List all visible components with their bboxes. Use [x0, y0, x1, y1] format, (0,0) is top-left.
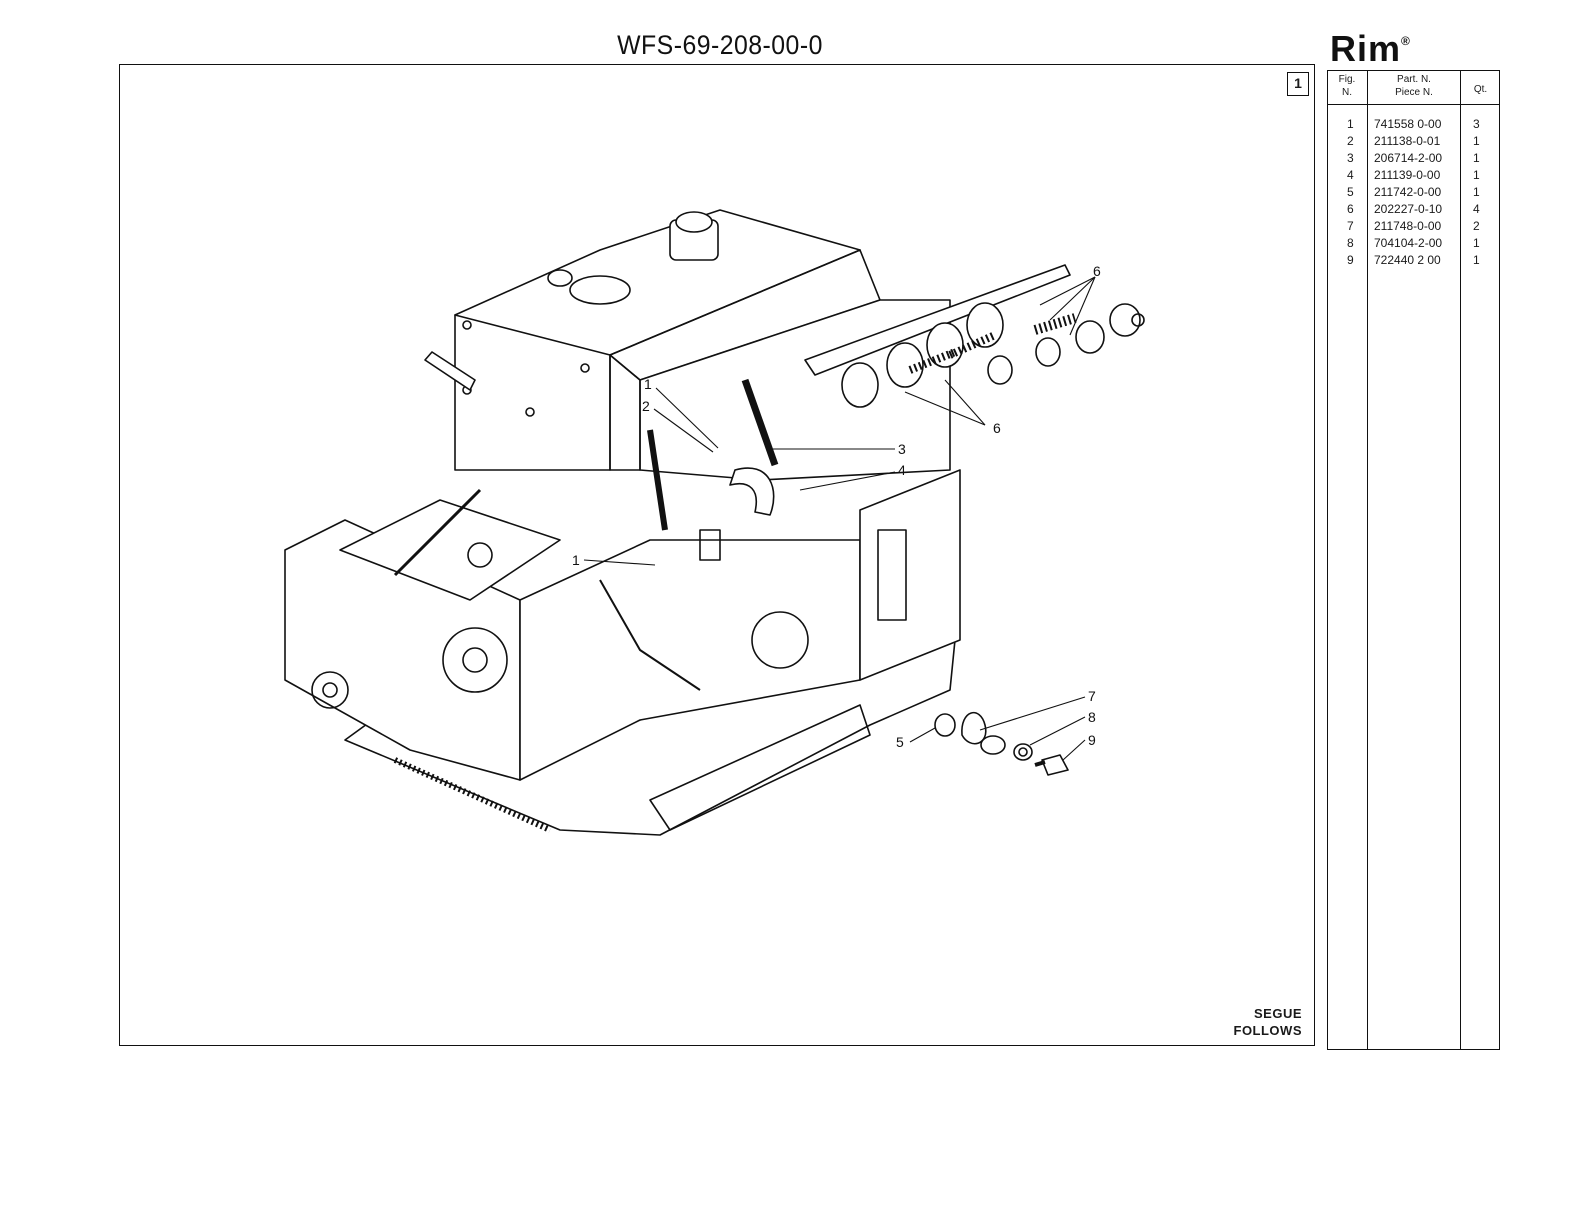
row-fig: 4 — [1347, 167, 1354, 184]
callout-1: 1 — [644, 376, 652, 392]
header-part-line2: Piece N. — [1368, 86, 1460, 99]
callout-3: 3 — [898, 441, 906, 457]
loose-parts — [935, 713, 1068, 775]
row-qty: 2 — [1473, 218, 1480, 235]
callout-8: 8 — [1088, 709, 1096, 725]
row-qty: 1 — [1473, 133, 1480, 150]
header-part: Part. N. Piece N. — [1368, 73, 1460, 99]
callout-4: 4 — [898, 462, 906, 478]
header-fig: Fig. N. — [1327, 73, 1367, 99]
row-part: 722440 2 00 — [1374, 252, 1441, 269]
callout-6-upper: 6 — [1093, 263, 1101, 279]
row-part: 211748-0-00 — [1374, 218, 1441, 235]
header-part-line1: Part. N. — [1368, 73, 1460, 86]
callout-5: 5 — [896, 734, 904, 750]
row-fig: 3 — [1347, 150, 1354, 167]
table-row: 8 704104-2-00 1 — [1327, 235, 1500, 252]
continuation-line-2: FOLLOWS — [1210, 1022, 1302, 1039]
row-part: 211742-0-00 — [1374, 184, 1441, 201]
row-qty: 1 — [1473, 235, 1480, 252]
table-row: 9 722440 2 00 1 — [1327, 252, 1500, 269]
row-qty: 1 — [1473, 150, 1480, 167]
row-part: 704104-2-00 — [1374, 235, 1442, 252]
row-fig: 5 — [1347, 184, 1354, 201]
row-fig: 1 — [1347, 116, 1354, 133]
callout-9: 9 — [1088, 732, 1096, 748]
row-fig: 2 — [1347, 133, 1354, 150]
row-part: 206714-2-00 — [1374, 150, 1442, 167]
row-qty: 4 — [1473, 201, 1480, 218]
header-fig-line2: N. — [1327, 86, 1367, 99]
callout-2: 2 — [642, 398, 650, 414]
header-fig-line1: Fig. — [1327, 73, 1367, 86]
table-row: 4 211139-0-00 1 — [1327, 167, 1500, 184]
callout-1-lower: 1 — [572, 552, 580, 568]
table-row: 7 211748-0-00 2 — [1327, 218, 1500, 235]
row-fig: 6 — [1347, 201, 1354, 218]
row-part: 211138-0-01 — [1374, 133, 1440, 150]
row-fig: 8 — [1347, 235, 1354, 252]
header-qty: Qt. — [1461, 83, 1500, 96]
table-row: 2 211138-0-01 1 — [1327, 133, 1500, 150]
row-qty: 1 — [1473, 167, 1480, 184]
row-part: 741558 0-00 — [1374, 116, 1441, 133]
callout-6-lower: 6 — [993, 420, 1001, 436]
table-row: 1 741558 0-00 3 — [1327, 116, 1500, 133]
table-row: 5 211742-0-00 1 — [1327, 184, 1500, 201]
row-fig: 7 — [1347, 218, 1354, 235]
table-row: 6 202227-0-10 4 — [1327, 201, 1500, 218]
table-row: 3 206714-2-00 1 — [1327, 150, 1500, 167]
row-fig: 9 — [1347, 252, 1354, 269]
row-qty: 3 — [1473, 116, 1480, 133]
row-part: 211139-0-00 — [1374, 167, 1440, 184]
callout-7: 7 — [1088, 688, 1096, 704]
continuation-line-1: SEGUE — [1210, 1005, 1302, 1022]
row-qty: 1 — [1473, 252, 1480, 269]
row-qty: 1 — [1473, 184, 1480, 201]
row-part: 202227-0-10 — [1374, 201, 1442, 218]
continuation-note: SEGUE FOLLOWS — [1210, 1005, 1302, 1039]
